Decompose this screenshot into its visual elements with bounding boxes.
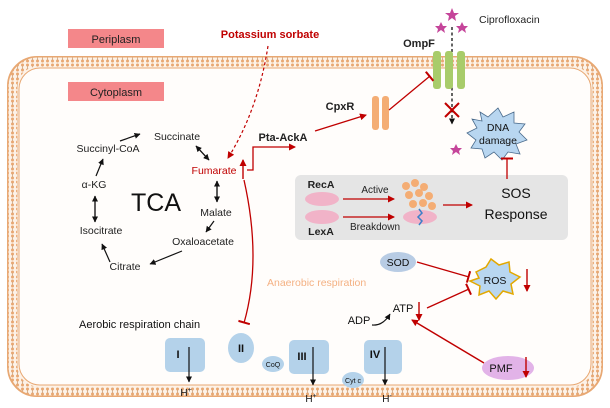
blocked-entry-mark: [444, 102, 460, 118]
fumarate-inhibits-complex-ii: [238, 179, 254, 326]
complex-ii-label: II: [238, 343, 244, 355]
sod-enzyme-icon: [380, 252, 416, 272]
tca-citrate: Citrate: [110, 261, 141, 273]
breakdown-label: Breakdown: [350, 222, 400, 233]
tca-fumarate: Fumarate: [192, 165, 237, 177]
complex-ii: II: [228, 333, 254, 363]
cytc-label: Cyt c: [345, 378, 361, 385]
adp-label: ADP: [348, 315, 371, 327]
lexa-label: LexA: [308, 226, 334, 238]
cytc-carrier: Cyt c: [342, 372, 364, 388]
tca-oxaloacetate: Oxaloacetate: [172, 236, 234, 248]
complex-iv-label: IV: [370, 349, 381, 361]
dna-damage-line1: DNA: [487, 122, 509, 134]
cytoplasm-label: Cytoplasm: [90, 87, 142, 99]
ciprofloxacin-icon: [435, 8, 468, 155]
sod-inhibits-ros: [416, 261, 472, 283]
ompf-porin-icon: [433, 51, 465, 89]
tca-succinate: Succinate: [154, 131, 200, 143]
cytoplasm-label-box: Cytoplasm: [68, 82, 164, 101]
complex-i-h-plus: H+: [180, 387, 191, 399]
dna-damage-line2: damage: [479, 135, 517, 147]
membrane-bilayer: [8, 57, 602, 396]
active-label: Active: [361, 185, 389, 196]
potassium-sorbate-label: Potassium sorbate: [221, 29, 319, 41]
ciprofloxacin-label: Ciprofloxacin: [479, 14, 540, 26]
lexa-cleaved-icon: [403, 208, 437, 226]
sos-response-line1: SOS: [501, 185, 531, 201]
tca-cycle-arrows: [92, 132, 220, 265]
dna-damage-burst: [466, 107, 528, 161]
coq-carrier: CoQ: [262, 356, 284, 372]
coq-label: CoQ: [266, 362, 281, 369]
complex-i-label: I: [176, 349, 179, 361]
ros-burst: [468, 257, 522, 301]
lexa-protein-icon: [305, 210, 339, 224]
reca-label: RecA: [308, 179, 335, 191]
cpxr-label: CpxR: [326, 101, 355, 113]
pmf-to-atp-arrow: [411, 319, 485, 364]
complex-iv: IV: [364, 340, 402, 374]
adp-to-atp-arrow: [371, 313, 391, 326]
fumarate-to-pta-acka-arrow: [247, 143, 296, 171]
pta-acka-to-cpxr-arrow: [314, 113, 367, 132]
respiration-chain-title: Aerobic respiration chain: [79, 319, 200, 331]
pta-acka-label: Pta-AckA: [259, 132, 308, 144]
pmf-label: PMF: [489, 363, 513, 375]
tca-alpha-kg: α-KG: [82, 179, 107, 191]
tca-isocitrate: Isocitrate: [80, 225, 123, 237]
complex-i: I: [165, 338, 205, 372]
sorbate-to-fumarate-arrow: [227, 45, 269, 159]
complex-iii: III: [289, 340, 329, 374]
periplasm-label: Periplasm: [92, 34, 141, 46]
sod-label: SOD: [387, 257, 410, 269]
cpxr-inhibits-ompf: [388, 71, 435, 111]
reca-protein-icon: [305, 192, 339, 206]
atp-inhibits-ros: [426, 283, 472, 309]
complex-iv-h-minus: H-: [382, 393, 392, 405]
atp-label: ATP: [393, 303, 414, 315]
tca-title: TCA: [131, 189, 181, 217]
ros-label: ROS: [484, 275, 507, 287]
tca-malate: Malate: [200, 207, 232, 219]
tca-succinyl-coa: Succinyl-CoA: [76, 143, 139, 155]
periplasm-label-box: Periplasm: [68, 29, 164, 48]
cpxr-receptor-icon: [372, 96, 389, 130]
ompf-label: OmpF: [403, 38, 435, 50]
anaerobic-respiration-label: Anaerobic respiration: [267, 277, 366, 289]
complex-iii-h-plus: H+: [305, 393, 316, 405]
sos-response-line2: Response: [484, 206, 547, 222]
reca-filament-icon: [402, 179, 436, 210]
pmf-icon: [482, 356, 534, 380]
complex-iii-label: III: [297, 351, 306, 363]
